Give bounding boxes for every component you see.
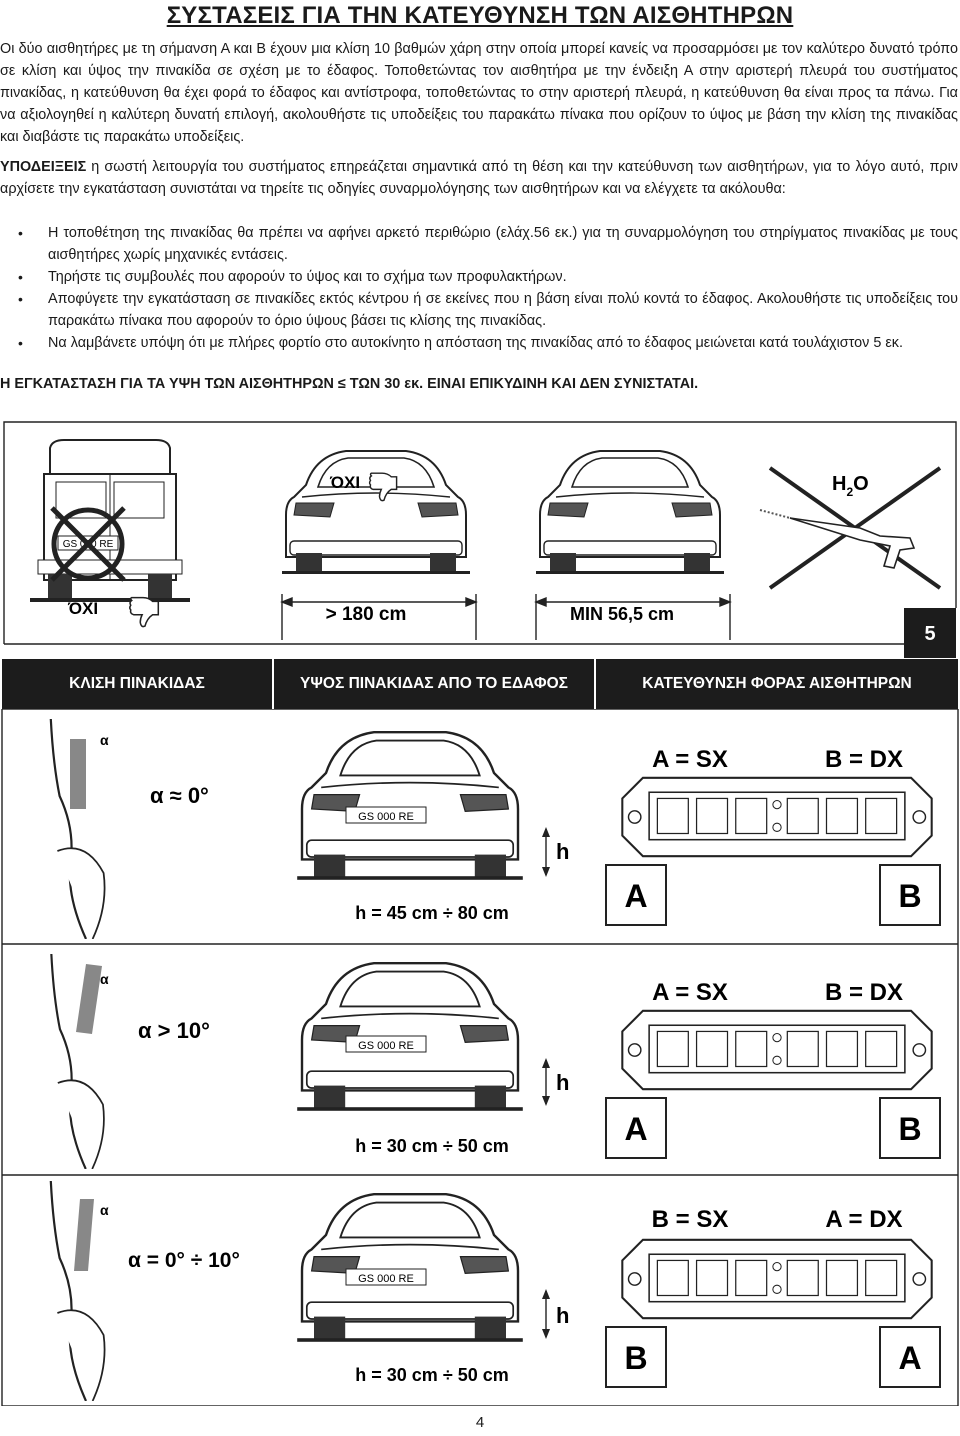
left-sensor-letter: A <box>624 878 647 914</box>
bullet-icon: • <box>18 335 23 351</box>
list-item: • Τηρήστε τις συμβουλές που αφορούν το ύψ… <box>0 266 958 288</box>
alpha-label: α <box>100 1202 109 1218</box>
left-eq: A = SX <box>652 979 728 1006</box>
left-sensor-letter: A <box>624 1111 647 1147</box>
car-rear-image <box>295 730 525 882</box>
right-sensor-letter: A <box>898 1340 921 1376</box>
alpha-label: α <box>100 971 109 987</box>
car-rear-image <box>295 1192 525 1344</box>
right-sensor-letter: B <box>898 1111 921 1147</box>
sedan-rear-image-2 <box>534 449 726 576</box>
angle-label: α = 0° ÷ 10° <box>128 1249 240 1272</box>
page-number: 4 <box>475 1414 485 1431</box>
row-drawing: α α ≈ 0° GS 000 RE h h = 45 cm ÷ 80 cm A… <box>49 719 941 939</box>
bullet-text: Αποφύγετε την εγκατάσταση σε πινακίδες ε… <box>48 291 958 329</box>
h-label: h <box>556 1303 569 1328</box>
h-label: h <box>556 839 569 864</box>
min-label: MIN 56,5 cm <box>570 604 674 624</box>
bullet-text: Τηρήστε τις συμβουλές που αφορούν το ύψο… <box>48 269 567 285</box>
table-header-height: ΥΨΟΣ ΠΙΝΑΚΙΔΑΣ ΑΠΟ ΤΟ ΕΔΑΦΟΣ <box>274 659 594 709</box>
h-label: h <box>556 1070 569 1095</box>
warning-text: Η ΕΓΚΑΤΑΣΤΑΣΗ ΓΙΑ ΤΑ ΥΨΗ ΤΩΝ ΑΙΣΘΗΤΗΡΩΝ … <box>0 376 699 392</box>
left-eq: B = SX <box>652 1206 729 1233</box>
right-eq: A = DX <box>825 1206 902 1233</box>
page-title: ΣΥΣΤΑΣΕΙΣ ΓΙΑ ΤΗΝ ΚΑΤΕΥΘΥΝΣΗ ΤΩΝ ΑΙΣΘΗΤΗ… <box>166 2 794 29</box>
height-label: > 180 cm <box>326 604 407 625</box>
no-label-bottom: ΌΧΙ <box>67 599 98 618</box>
bumper-profile-image <box>49 1181 106 1401</box>
bullet-text: Η τοποθέτηση της πινακίδας θα πρέπει να … <box>48 225 958 263</box>
left-sensor-letter: B <box>624 1340 647 1376</box>
table-row: α α > 10° GS 000 RE h h = 30 cm ÷ 50 cm … <box>0 944 960 1175</box>
top-figure-drawing: GS 000 RE ΌΧΙ H2O ΌΧΙ > <box>3 421 957 658</box>
hints-paragraph: ΥΠΟΔΕΙΞΕΙΣ η σωστή λειτουργία του συστήμ… <box>0 156 958 200</box>
angle-label: α ≈ 0° <box>150 783 209 808</box>
bullet-icon: • <box>18 225 23 241</box>
thumb-down-icon <box>129 596 160 628</box>
right-eq: B = DX <box>825 979 903 1006</box>
no-label-top: ΌΧΙ <box>329 473 360 492</box>
table-row: α α = 0° ÷ 10° GS 000 RE h h = 30 cm ÷ 5… <box>0 1175 960 1406</box>
hints-label: ΥΠΟΔΕΙΞΕΙΣ <box>0 159 87 175</box>
list-item: • Να λαμβάνετε υπόψη ότι με πλήρες φορτίο… <box>0 332 958 354</box>
list-item: • Αποφύγετε την εγκατάσταση σε πινακίδες … <box>0 288 958 332</box>
right-sensor-letter: B <box>898 878 921 914</box>
h2o-label: H2O <box>832 473 869 499</box>
list-item: • Η τοποθέτηση της πινακίδας θα πρέπει να… <box>0 222 958 266</box>
bullet-text: Να λαμβάνετε υπόψη ότι με πλήρες φορτίο … <box>48 335 903 351</box>
sensor-bar-image <box>621 776 933 858</box>
height-range: h = 30 cm ÷ 50 cm <box>355 1365 508 1385</box>
row-drawing: α α > 10° GS 000 RE h h = 30 cm ÷ 50 cm … <box>50 954 941 1169</box>
sensor-bar-image <box>621 1238 933 1320</box>
height-arrow <box>280 594 732 640</box>
height-range: h = 45 cm ÷ 80 cm <box>355 903 508 923</box>
intro-paragraph: Οι δύο αισθητήρες με τη σήμανση Α και Β … <box>0 41 958 145</box>
row-drawing: α α = 0° ÷ 10° GS 000 RE h h = 30 cm ÷ 5… <box>49 1181 941 1401</box>
bullet-icon: • <box>18 291 23 307</box>
page-badge <box>904 608 956 658</box>
table-grid <box>1 709 959 1406</box>
angle-label: α > 10° <box>138 1018 210 1043</box>
plate-text: GS 000 RE <box>358 1040 414 1052</box>
bullet-icon: • <box>18 269 23 285</box>
right-eq: B = DX <box>825 746 903 773</box>
table-row: α α ≈ 0° GS 000 RE h h = 45 cm ÷ 80 cm A… <box>0 709 960 944</box>
sedan-rear-image <box>280 449 472 576</box>
height-range: h = 30 cm ÷ 50 cm <box>355 1136 508 1156</box>
table-header-tilt: ΚΛΙΣΗ ΠΙΝΑΚΙΔΑΣ <box>2 659 272 709</box>
plate-profile-image <box>76 964 102 1034</box>
pressure-washer-image <box>759 466 942 590</box>
plate-text: GS 000 RE <box>358 811 414 823</box>
van-rear-image: GS 000 RE <box>30 439 190 602</box>
plate-profile-image <box>74 1199 94 1271</box>
hints-text: η σωστή λειτουργία του συστήματος επηρεά… <box>0 159 958 197</box>
figure-frame <box>3 421 957 645</box>
alpha-label: α <box>100 732 109 748</box>
top-figure: GS 000 RE ΌΧΙ H2O ΌΧΙ > <box>0 418 960 658</box>
sensor-bar-image <box>621 1009 933 1091</box>
plate-profile-image <box>70 739 86 809</box>
plate-text: GS 000 RE <box>358 1273 414 1285</box>
left-eq: A = SX <box>652 746 728 773</box>
page-badge-number: 5 <box>924 623 935 645</box>
table-header-direction: ΚΑΤΕΥΘΥΝΣΗ ΦΟΡΑΣ ΑΙΣΘΗΤΗΡΩΝ <box>596 659 958 709</box>
